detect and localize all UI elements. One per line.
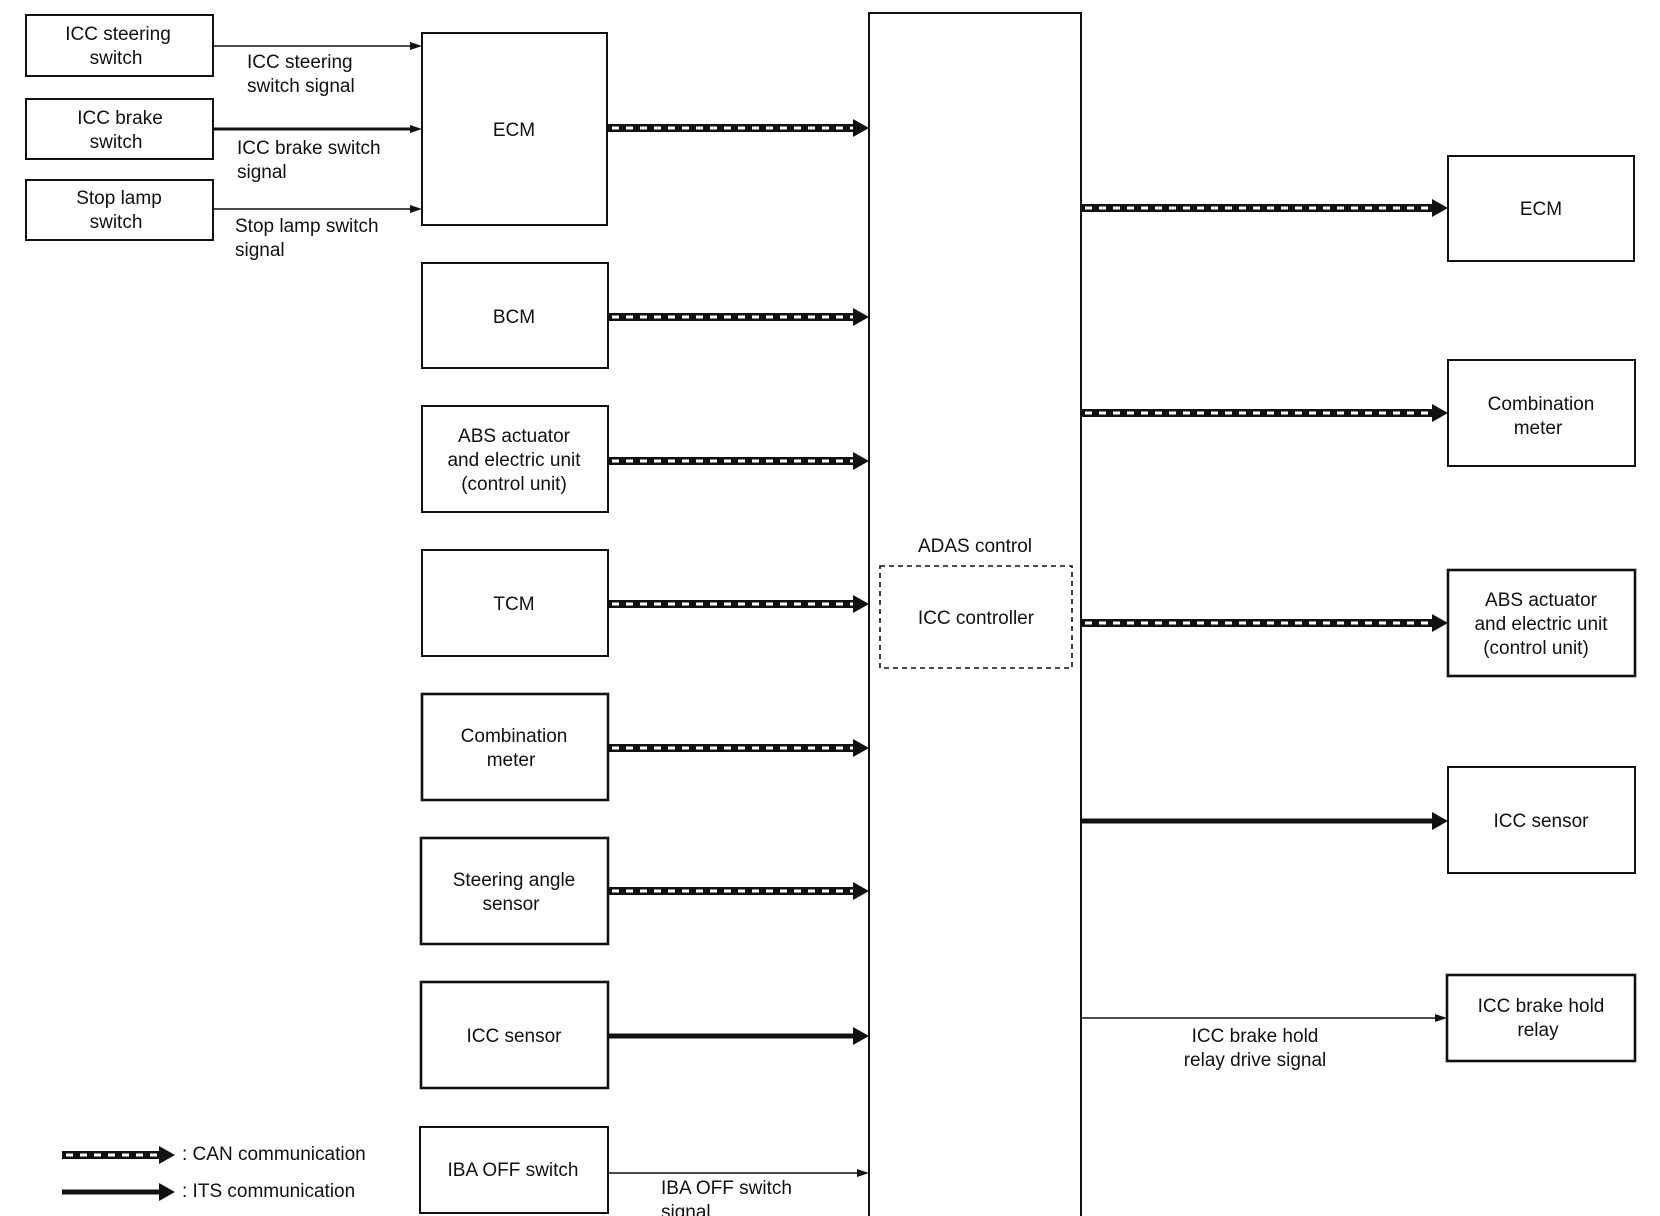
- connection-layer: [608, 119, 1448, 1045]
- target-ecm-box: ECM: [1447, 155, 1635, 262]
- legend: [62, 1146, 175, 1201]
- to-abs-can-arrow: [1081, 614, 1448, 632]
- arrow-head: [159, 1146, 175, 1164]
- source-iba-off-switch-box: IBA OFF switch: [419, 1126, 609, 1214]
- ecm-can-arrow: [608, 119, 869, 137]
- tcm-can-arrow: [608, 595, 869, 613]
- to-ecm-can-arrow: [1081, 199, 1448, 217]
- icc-controller-box: [879, 565, 1073, 669]
- icc-controller-label: ICC controller: [918, 608, 1035, 629]
- arrow-head: [853, 119, 869, 137]
- arrow-head: [853, 739, 869, 757]
- legend-can-label: : CAN communication: [182, 1144, 366, 1165]
- steering-angle-sensor-can-arrow: [608, 882, 869, 900]
- svg-text:TCM: TCM: [493, 594, 534, 615]
- arrow-head: [853, 1027, 869, 1045]
- svg-text:BCM: BCM: [493, 307, 535, 328]
- svg-text:ECM: ECM: [1520, 199, 1562, 220]
- arrow-head: [853, 452, 869, 470]
- arrow-head: [410, 125, 422, 133]
- arrow-head: [410, 42, 422, 50]
- svg-text:ICC sensor: ICC sensor: [1493, 811, 1589, 832]
- source-bcm-box: BCM: [421, 262, 609, 369]
- svg-text:ICC sensor: ICC sensor: [466, 1026, 562, 1047]
- arrow-head: [853, 882, 869, 900]
- arrow-head: [1432, 404, 1448, 422]
- legend-its-label: : ITS communication: [182, 1181, 355, 1202]
- legend-its-arrow: [62, 1183, 175, 1201]
- arrow-head: [853, 595, 869, 613]
- arrow-head: [410, 205, 422, 213]
- bcm-can-arrow: [608, 308, 869, 326]
- arrow-head: [1432, 614, 1448, 632]
- abs-can-arrow: [608, 452, 869, 470]
- svg-text:IBA OFF switch: IBA OFF switch: [448, 1160, 579, 1181]
- arrow-head: [1435, 1014, 1447, 1022]
- svg-text:ECM: ECM: [493, 120, 535, 141]
- combination-meter-can-arrow: [608, 739, 869, 757]
- arrow-head: [857, 1169, 869, 1177]
- source-tcm-box: TCM: [421, 549, 609, 657]
- to-icc-sensor-its-arrow: [1081, 812, 1448, 830]
- source-icc-sensor-box: ICC sensor: [419, 980, 610, 1090]
- icc-sensor-its-arrow: [608, 1027, 869, 1045]
- to-combination-meter-can-arrow: [1081, 404, 1448, 422]
- arrow-head: [1432, 199, 1448, 217]
- adas-control-title: ADAS control: [918, 536, 1032, 557]
- arrow-head: [1432, 812, 1448, 830]
- target-icc-sensor-box: ICC sensor: [1447, 766, 1636, 874]
- arrow-head: [159, 1183, 175, 1201]
- legend-can-arrow: [62, 1146, 175, 1164]
- arrow-head: [853, 308, 869, 326]
- source-ecm-box: ECM: [421, 32, 608, 226]
